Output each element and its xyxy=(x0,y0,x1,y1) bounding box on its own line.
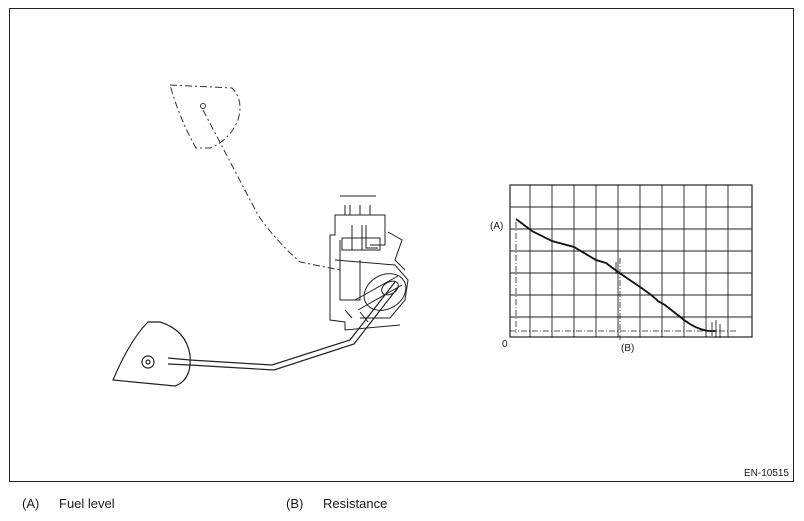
legend-text: Fuel level xyxy=(59,496,115,511)
legend-text: Resistance xyxy=(323,496,388,511)
legend-key: (A) xyxy=(22,496,40,511)
legend-key: (B) xyxy=(286,496,304,511)
graph-label-b: (B) xyxy=(621,343,634,354)
figure-frame xyxy=(9,8,794,482)
characteristic-graph: (A) (B) 0 xyxy=(490,184,753,354)
sensor-unit xyxy=(329,195,409,331)
fuel-level-resistance-curve xyxy=(515,218,716,332)
float-upper-position xyxy=(169,84,341,271)
graph-origin-label: 0 xyxy=(502,339,508,350)
legend-item-resistance: (B) Resistance xyxy=(286,496,387,511)
graph-label-a: (A) xyxy=(490,221,503,232)
graph-tick-marks xyxy=(615,262,721,338)
figure-code: EN-10515 xyxy=(743,468,789,479)
legend-item-fuel-level: (A) Fuel level xyxy=(22,496,115,511)
graph-grid xyxy=(510,185,752,337)
graph-reference-lines xyxy=(510,222,738,340)
graph-frame xyxy=(509,184,753,338)
float-lower-position xyxy=(112,281,400,387)
